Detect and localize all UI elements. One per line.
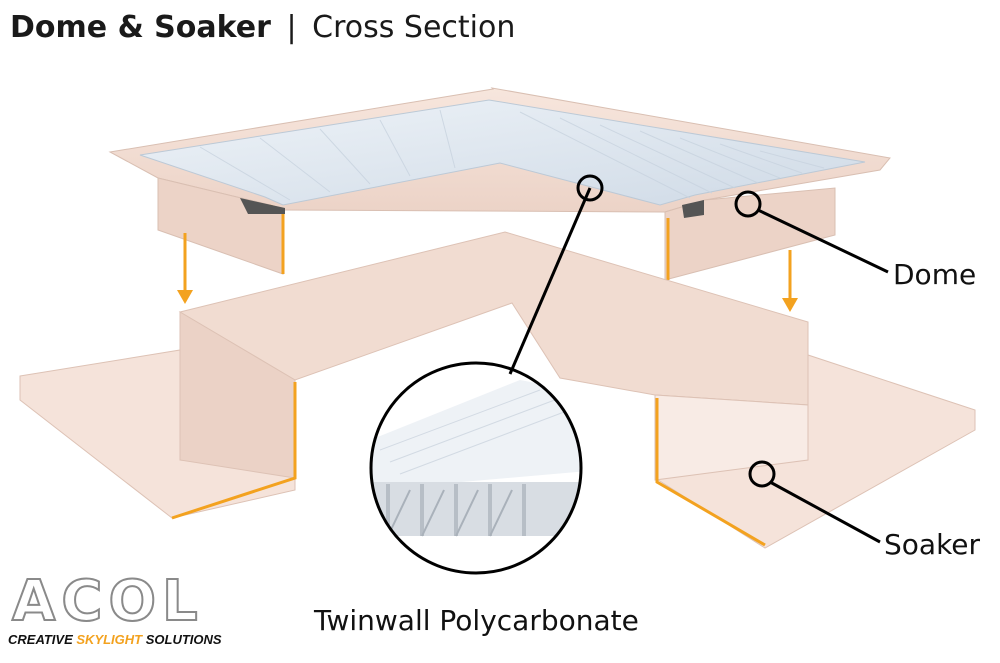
dome-left-profile (240, 198, 285, 214)
title-subtitle: Cross Section (312, 10, 516, 45)
soaker-label: Soaker (884, 528, 981, 561)
left-arrow-head (177, 290, 193, 304)
right-arrow-head (782, 298, 798, 312)
soaker-leader (769, 480, 881, 544)
tagline-highlight: SKYLIGHT (76, 632, 143, 647)
logo-tagline: CREATIVE SKYLIGHT SOLUTIONS (8, 632, 222, 647)
soaker-left-edge-highlight (171, 382, 297, 520)
dome-assembly (108, 87, 891, 281)
twinwall-label: Twinwall Polycarbonate (314, 604, 639, 637)
logo-mark: ACOL (11, 569, 204, 634)
soaker-right-edge-highlight (655, 398, 766, 547)
twinwall-marker (576, 174, 604, 202)
soaker-marker (748, 460, 776, 488)
callouts (508, 174, 889, 544)
assembly-arrows (177, 233, 798, 312)
title-separator: | (286, 10, 297, 45)
title-main: Dome & Soaker (10, 10, 271, 45)
dome-right-profile (682, 200, 704, 218)
page-title: Dome & Soaker | Cross Section (10, 10, 515, 45)
dome-marker (734, 190, 762, 218)
soaker-assembly (19, 231, 976, 549)
tagline-part-1: CREATIVE (8, 632, 77, 647)
twinwall-leader (508, 187, 592, 375)
dome-label: Dome (893, 258, 977, 291)
twinwall-detail (369, 361, 583, 575)
soaker-right-upstand (654, 394, 809, 481)
twinwall-top-surface (371, 380, 581, 490)
dome-leader (757, 208, 889, 274)
twinwall-zoom-circle (369, 361, 583, 575)
tagline-part-3: SOLUTIONS (142, 632, 222, 647)
twinwall-section (371, 482, 581, 536)
glazing-flutes (199, 109, 825, 201)
company-logo: ACOL CREATIVE SKYLIGHT SOLUTIONS (8, 569, 248, 654)
